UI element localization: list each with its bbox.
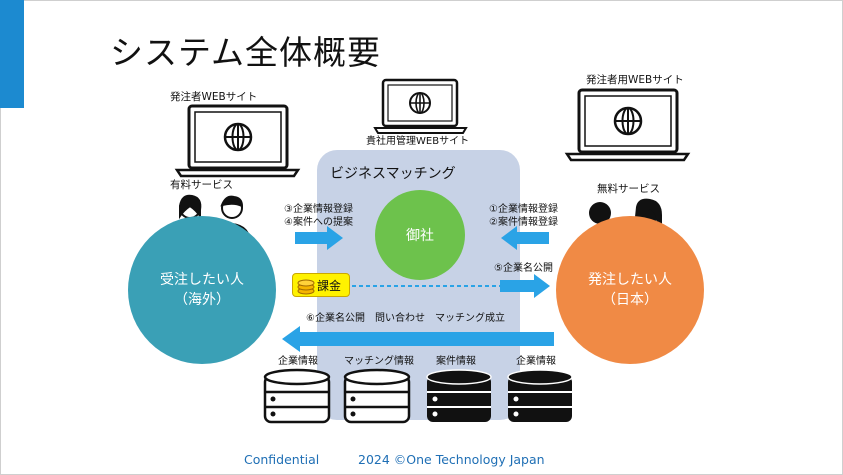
database-icon — [343, 368, 411, 424]
accent-bar — [0, 0, 24, 108]
laptop-right-icon — [564, 88, 691, 162]
left-circle-line1: 受注したい人 — [160, 272, 244, 288]
db-label-4: 企業情報 — [516, 356, 556, 367]
db-label-1: 企業情報 — [278, 356, 318, 367]
arrow-label-bottom: ⑥企業名公開 問い合わせ マッチング成立 — [306, 313, 505, 324]
database-icon — [263, 368, 331, 424]
laptop-left-icon — [174, 104, 301, 178]
billing-label: 課金 — [316, 278, 341, 293]
arrow-bottom-long-icon — [282, 326, 554, 352]
arrow-label-right-out: ⑤企業名公開 — [494, 263, 553, 274]
overseas-contractor-circle: 受注したい人 （海外） — [128, 216, 276, 364]
site-label-right: 発注者用WEBサイト — [586, 74, 684, 86]
arrow-label-left-2: ④案件への提案 — [284, 217, 353, 228]
right-circle-line1: 発注したい人 — [588, 272, 672, 288]
slide-title: システム全体概要 — [110, 33, 382, 72]
japan-client-circle: 発注したい人 （日本） — [556, 216, 704, 364]
arrow-right-left-icon — [295, 226, 343, 250]
arrow-left-right-icon — [501, 226, 549, 250]
arrow-label-right-1: ①企業情報登録 — [489, 204, 558, 215]
arrow-right-out-icon — [500, 274, 550, 298]
billing-badge: 課金 — [292, 273, 350, 297]
db-label-2: マッチング情報 — [344, 356, 414, 367]
footer-copyright: 2024 ©One Technology Japan — [358, 452, 545, 467]
service-label-right: 無料サービス — [597, 183, 660, 195]
laptop-center-icon — [373, 78, 468, 134]
left-circle-line2: （海外） — [174, 292, 230, 308]
footer-confidential: Confidential — [244, 452, 320, 467]
arrow-label-right-2: ②案件情報登録 — [489, 217, 558, 228]
site-label-left: 発注者WEBサイト — [170, 91, 258, 103]
database-dark-icon — [426, 369, 492, 422]
dashed-billing-line — [352, 285, 500, 287]
arrow-label-left-1: ③企業情報登録 — [284, 204, 353, 215]
your-company-circle: 御社 — [375, 190, 465, 280]
right-circle-line2: （日本） — [602, 292, 658, 308]
panel-title: ビジネスマッチング — [330, 166, 456, 182]
service-label-left: 有料サービス — [170, 179, 233, 191]
coins-icon — [297, 279, 315, 295]
db-label-3: 案件情報 — [436, 356, 476, 367]
center-circle-label: 御社 — [406, 228, 434, 244]
database-dark-icon — [507, 369, 573, 422]
site-label-center: 貴社用管理WEBサイト — [366, 136, 470, 147]
